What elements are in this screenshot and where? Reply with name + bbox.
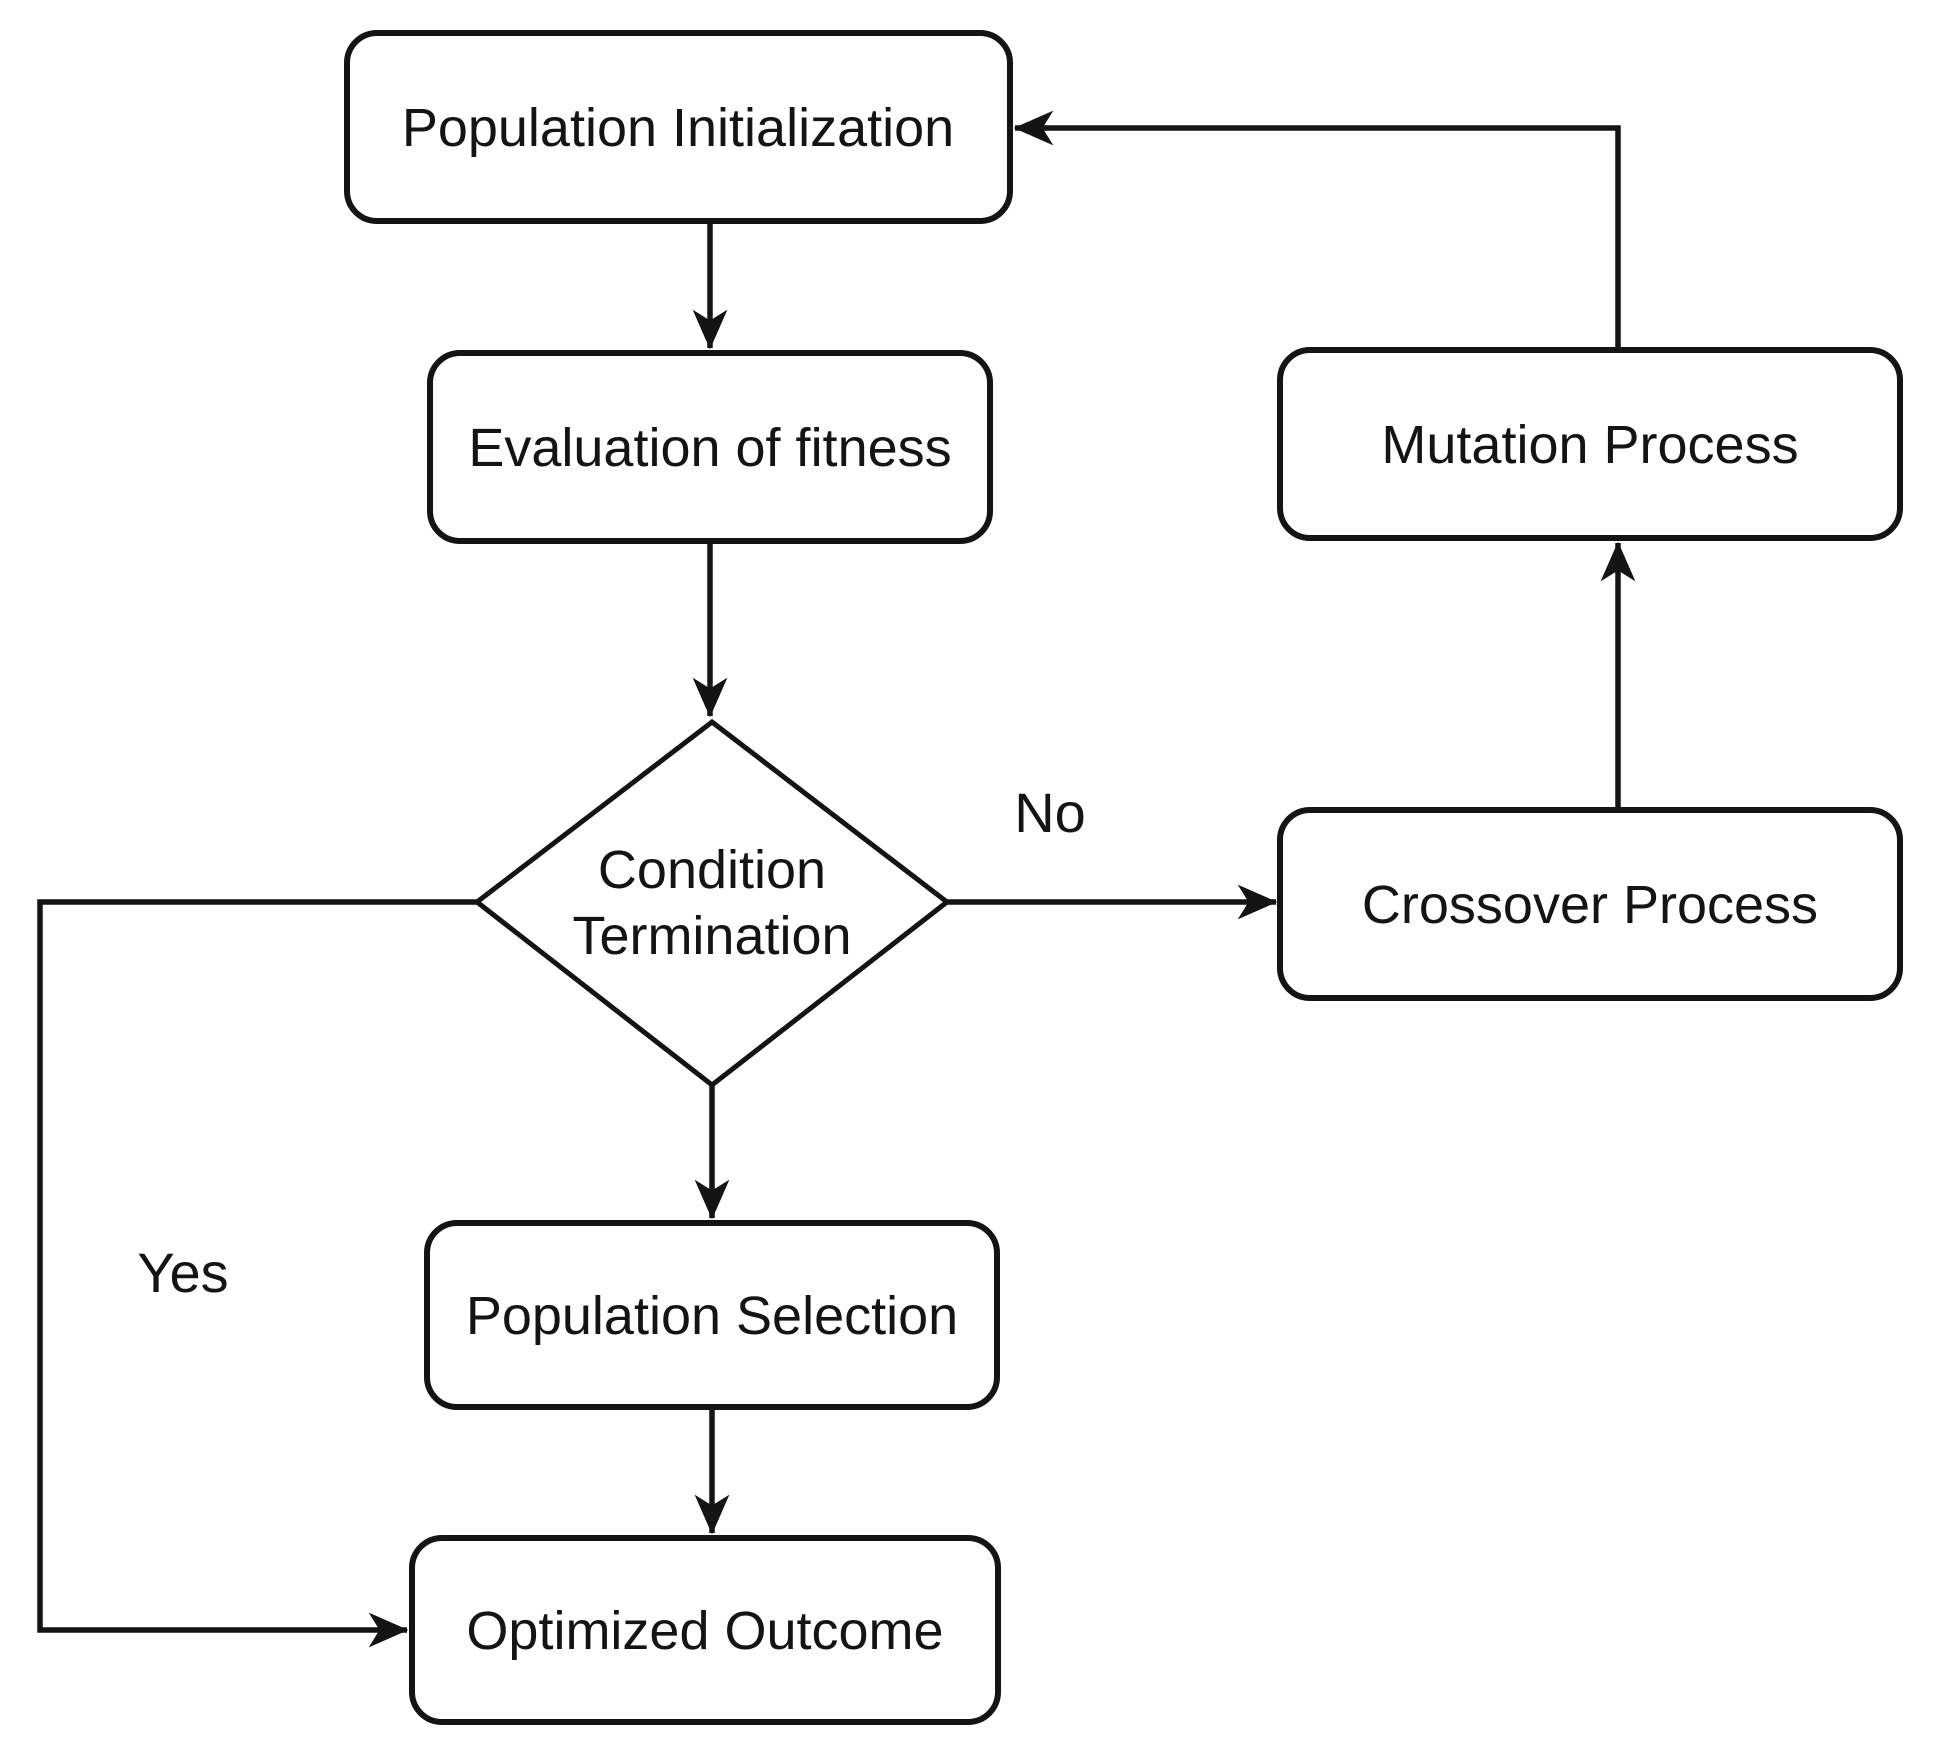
node-evaluation-of-fitness: Evaluation of fitness xyxy=(427,350,993,544)
mutation-process-box xyxy=(1277,347,1903,541)
node-optimized-outcome: Optimized Outcome xyxy=(409,1535,1001,1725)
crossover-process-box xyxy=(1277,807,1903,1001)
edge-label-yes: Yes xyxy=(137,1241,228,1304)
population-selection-label: Population Selection xyxy=(466,1286,958,1346)
node-population-initialization: Population Initialization xyxy=(344,30,1013,224)
condition-termination-line1: Condition xyxy=(598,840,826,900)
population-initialization-label: Population Initialization xyxy=(402,98,954,158)
node-mutation-process: Mutation Process xyxy=(1277,347,1903,541)
edge-label-no: No xyxy=(1014,781,1086,844)
node-crossover-process: Crossover Process xyxy=(1277,807,1903,1001)
edge-decision-yes-to-outcome xyxy=(37,899,477,1648)
condition-termination-diamond xyxy=(472,718,952,1089)
evaluation-of-fitness-label: Evaluation of fitness xyxy=(468,418,951,478)
node-population-selection: Population Selection xyxy=(424,1220,1000,1410)
edge-mutation-to-popinit xyxy=(1013,110,1621,350)
population-initialization-box xyxy=(344,30,1013,224)
crossover-process-label: Crossover Process xyxy=(1362,875,1818,935)
decision-condition-termination: Condition Termination xyxy=(472,718,952,1089)
mutation-process-label: Mutation Process xyxy=(1381,415,1798,475)
evaluation-of-fitness-box xyxy=(427,350,993,544)
optimized-outcome-label: Optimized Outcome xyxy=(466,1601,943,1661)
condition-termination-line2: Termination xyxy=(572,906,851,966)
optimized-outcome-box xyxy=(409,1535,1001,1725)
population-selection-box xyxy=(424,1220,1000,1410)
